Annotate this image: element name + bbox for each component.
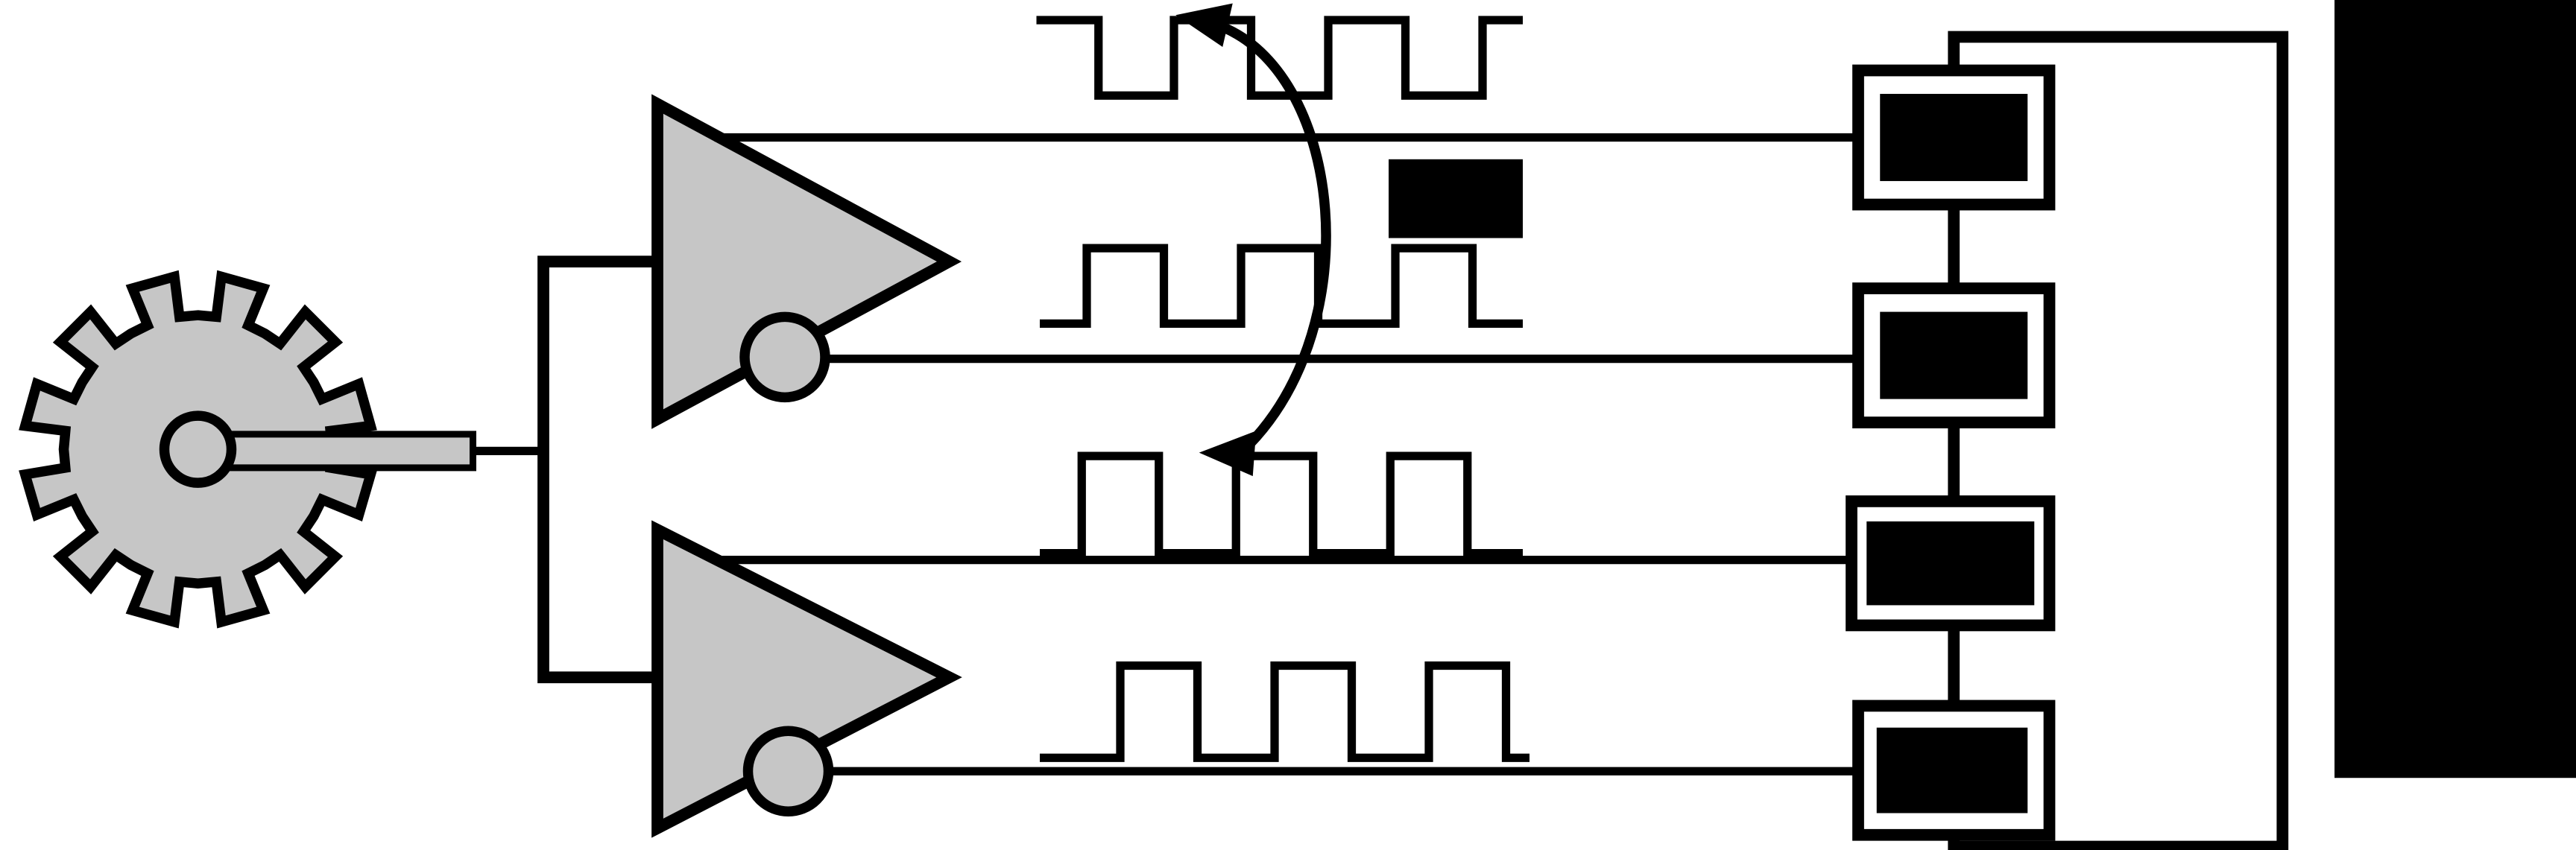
encoder-wheel xyxy=(19,270,476,629)
phase-arrow-head-top xyxy=(1175,3,1233,48)
phase-shift-arrow xyxy=(1175,3,1331,477)
latch-box-channel-b xyxy=(1846,495,2056,632)
redacted-label xyxy=(1876,727,2028,813)
redacted-label xyxy=(1866,521,2035,606)
signal-split-bracket xyxy=(537,256,657,684)
redacted-label xyxy=(1880,311,2028,399)
redacted-output-block xyxy=(2334,0,2576,778)
comparator-bottom xyxy=(651,520,962,838)
waveform-channel-b xyxy=(1040,451,1523,558)
latch-box-channel-a xyxy=(1852,64,2056,211)
gear-hub xyxy=(159,410,237,488)
comparator-bottom-inverting-bubble xyxy=(742,726,834,816)
phase-arrow-curve xyxy=(1223,24,1331,448)
latch-box-channel-b-complement xyxy=(1852,700,2056,841)
waveform-channel-b-complement xyxy=(1040,661,1530,762)
latch-box-channel-a-complement xyxy=(1852,282,2056,429)
redacted-label xyxy=(1880,94,2028,182)
waveform-channel-a-complement xyxy=(1040,244,1523,328)
phase-arrow-head-bottom xyxy=(1199,431,1257,477)
redacted-annotation-label xyxy=(1389,159,1523,238)
waveform-channel-a xyxy=(1036,16,1523,100)
comparator-top-inverting-bubble xyxy=(739,311,830,403)
waveform-traces xyxy=(1036,16,1530,762)
signal-wires xyxy=(714,133,1954,776)
gear-shaft xyxy=(215,431,476,472)
comparator-top xyxy=(651,94,962,429)
